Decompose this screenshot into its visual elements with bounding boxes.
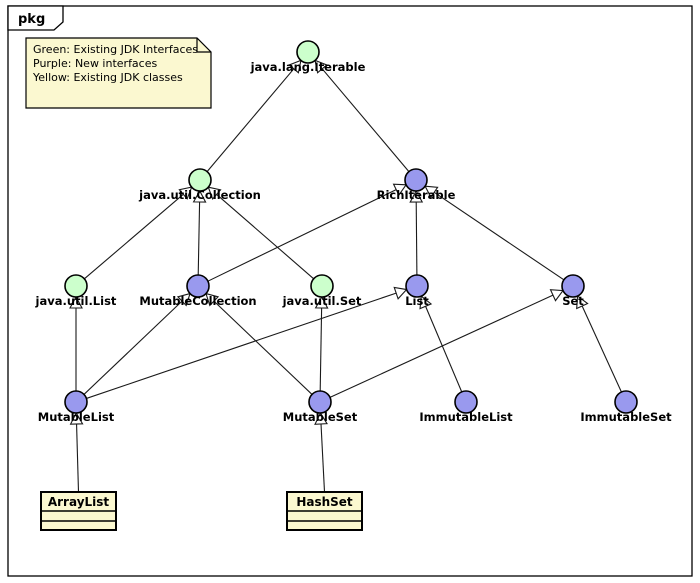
generalization-arrowhead	[205, 292, 220, 307]
edge-mutablelist-to-list	[86, 286, 408, 399]
interface-node-richiterable[interactable]: RichIterable	[377, 168, 456, 202]
edge-mutablelist-to-mutablecoll	[83, 292, 191, 395]
legend-line-green: Green: Existing JDK Interfaces	[33, 43, 198, 56]
interface-node-immutableset[interactable]: ImmutableSet	[580, 390, 672, 424]
interface-node-immutablelist[interactable]: ImmutableList	[419, 390, 513, 424]
generalization-arrowhead	[392, 183, 408, 197]
interface-circle[interactable]	[64, 274, 88, 298]
edge-set-to-richiterable	[424, 185, 565, 281]
interface-node-mutablelist[interactable]: MutableList	[38, 390, 115, 424]
interface-node-collection[interactable]: java.util.Collection	[138, 168, 261, 202]
edge-mutableset-to-set	[329, 289, 565, 398]
edge-arraylist-to-mutablelist	[69, 411, 84, 493]
class-box-arraylist[interactable]: ArrayList	[40, 491, 117, 531]
legend-note-fold	[196, 38, 211, 53]
interface-label: MutableSet	[283, 410, 358, 424]
legend-line-yellow: Yellow: Existing JDK classes	[32, 71, 183, 84]
generalization-arrowhead	[178, 186, 193, 200]
generalization-arrowhead	[409, 189, 424, 203]
interface-circle[interactable]	[454, 390, 478, 414]
generalization-arrowhead	[314, 295, 329, 309]
edge-layer	[69, 59, 622, 493]
interface-label: java.lang.Iterable	[250, 60, 366, 74]
interface-label: List	[405, 294, 429, 308]
interface-node-mutableset[interactable]: MutableSet	[283, 390, 358, 424]
legend-note-body	[25, 37, 212, 109]
edge-jul_set-to-collection	[207, 186, 315, 280]
interface-circle[interactable]	[310, 274, 334, 298]
interface-node-jul_list[interactable]: java.util.List	[35, 274, 117, 308]
generalization-arrowhead	[424, 185, 439, 199]
class-name-label: HashSet	[296, 495, 353, 509]
generalization-arrowhead	[419, 295, 433, 310]
generalization-arrowhead	[176, 292, 191, 307]
interface-node-list[interactable]: List	[405, 274, 429, 308]
edge-immutableset-to-set	[576, 294, 622, 393]
interface-node-set[interactable]: Set	[561, 274, 585, 308]
generalization-arrowhead	[69, 295, 83, 309]
edge-mutableset-to-mutablecoll	[205, 292, 313, 395]
generalization-arrowhead	[207, 186, 222, 201]
interface-label: RichIterable	[377, 188, 456, 202]
interface-circle[interactable]	[296, 40, 320, 64]
package-tab	[7, 5, 64, 31]
interface-circle[interactable]	[404, 168, 428, 192]
class-box-hashset[interactable]: HashSet	[286, 491, 363, 531]
class-name-label: ArrayList	[48, 495, 110, 509]
interface-node-mutablecoll[interactable]: MutableCollection	[139, 274, 257, 308]
interface-circle[interactable]	[614, 390, 638, 414]
edge-mutablelist-to-jul_list	[69, 295, 83, 391]
generalization-arrowhead	[314, 411, 328, 425]
edge-jul_list-to-collection	[84, 186, 193, 280]
interface-label: Set	[562, 294, 584, 308]
interface-node-iterable[interactable]: java.lang.Iterable	[250, 40, 366, 74]
class-box-layer: ArrayList HashSet	[40, 491, 363, 531]
interface-label: java.util.List	[35, 294, 117, 308]
edge-mutablecoll-to-richiterable	[207, 183, 408, 282]
edge-immutablelist-to-list	[419, 295, 463, 393]
interface-label: ImmutableList	[419, 410, 513, 424]
interface-circle[interactable]	[188, 168, 212, 192]
generalization-arrowhead	[69, 411, 84, 425]
interface-circle[interactable]	[186, 274, 210, 298]
color-legend-note: Green: Existing JDK Interfaces Purple: N…	[25, 37, 212, 109]
generalization-arrowhead	[393, 286, 408, 300]
interface-circle[interactable]	[308, 390, 332, 414]
interface-label: java.util.Collection	[138, 188, 261, 202]
interface-circle[interactable]	[64, 390, 88, 414]
interface-label: java.util.Set	[282, 294, 362, 308]
legend-line-purple: Purple: New interfaces	[33, 57, 157, 70]
package-tab-label: pkg	[18, 12, 45, 27]
generalization-arrowhead	[288, 59, 302, 74]
interface-circle[interactable]	[561, 274, 585, 298]
interface-label: MutableCollection	[139, 294, 256, 308]
interface-node-layer: java.lang.Iterable java.util.Collection Ri…	[35, 40, 672, 424]
edge-richiterable-to-iterable	[314, 59, 410, 172]
generalization-arrowhead	[576, 294, 589, 310]
generalization-arrowhead	[314, 59, 328, 74]
edge-mutableset-to-jul_set	[314, 295, 329, 392]
interface-node-jul_set[interactable]: java.util.Set	[282, 274, 362, 308]
edge-hashset-to-mutableset	[314, 411, 328, 493]
edge-list-to-richiterable	[409, 189, 424, 276]
interface-label: MutableList	[38, 410, 115, 424]
generalization-arrowhead	[549, 289, 565, 302]
edge-collection-to-iterable	[206, 59, 302, 172]
interface-circle[interactable]	[405, 274, 429, 298]
interface-label: ImmutableSet	[580, 410, 672, 424]
generalization-arrowhead	[192, 189, 207, 203]
edge-mutablecoll-to-collection	[192, 189, 207, 276]
